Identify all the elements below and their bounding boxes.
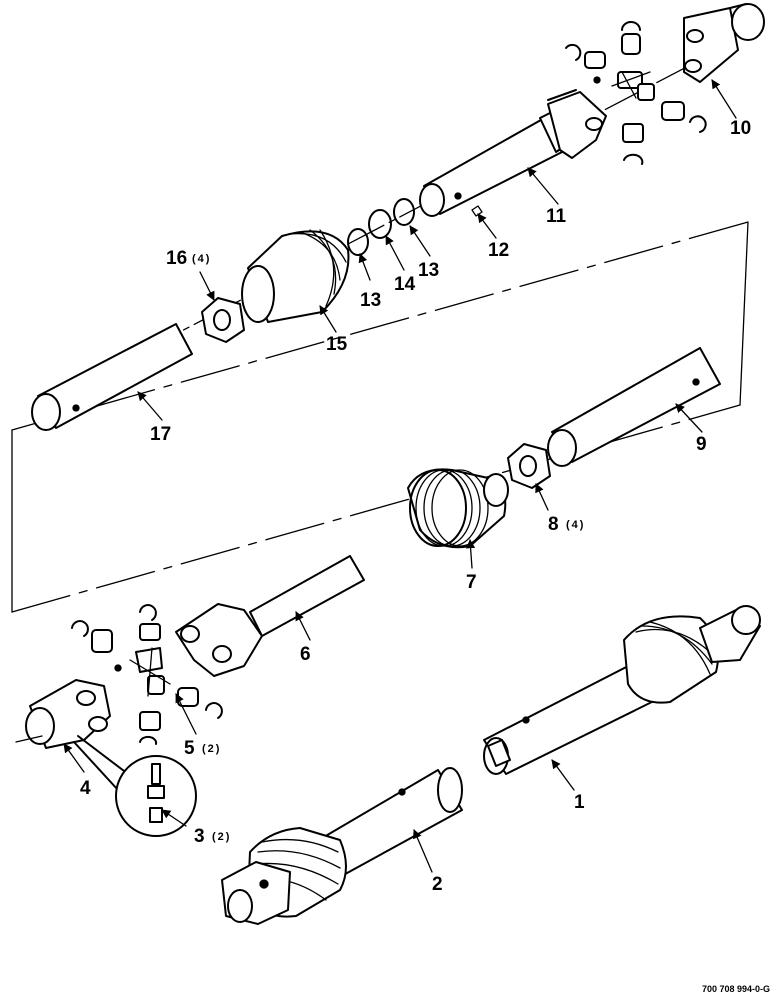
grease-fitting-detail-3 <box>73 735 197 837</box>
callout-6: 6 <box>300 644 311 665</box>
callout-13a: 13 <box>360 290 381 311</box>
outer-tube-2 <box>221 767 463 925</box>
callout-12: 12 <box>488 240 509 261</box>
yoke-4 <box>15 679 111 749</box>
callout-15: 15 <box>326 334 348 355</box>
callout-10: 10 <box>730 118 751 139</box>
callout-3: 3 <box>194 826 205 847</box>
outer-tube-17 <box>31 323 193 431</box>
callout-11: 11 <box>546 206 567 227</box>
outer-tube-9 <box>547 347 721 467</box>
callout-3-qty: (2) <box>212 831 231 843</box>
callout-2: 2 <box>432 874 443 895</box>
callout-16-qty: (4) <box>192 253 211 265</box>
callout-5: 5 <box>184 738 195 759</box>
grease-fitting-12 <box>471 205 483 217</box>
callout-14: 14 <box>394 274 416 295</box>
callout-4: 4 <box>80 778 91 799</box>
yoke-10 <box>683 3 765 83</box>
inner-shaft-1 <box>483 605 761 775</box>
bearing-ring-8 <box>507 443 551 489</box>
cross-bearing-set-lower <box>71 604 223 745</box>
callout-16: 16 <box>166 248 187 269</box>
guard-cone-7 <box>407 468 509 549</box>
figure-reference-code: 700 708 994-0-G <box>702 984 770 994</box>
ring-set-13-14 <box>347 198 415 256</box>
callout-1: 1 <box>574 792 585 813</box>
callout-8-qty: (4) <box>566 519 585 531</box>
cross-bearing-set-top <box>565 21 707 165</box>
break-frame <box>11 221 749 613</box>
callout-8: 8 <box>548 514 559 535</box>
callout-5-qty: (2) <box>202 743 221 755</box>
callout-9: 9 <box>696 434 707 455</box>
callout-labels: 10 11 12 13 14 13 15 16 (4) 17 9 8 (4) 7… <box>80 118 751 895</box>
callout-13b: 13 <box>418 260 439 281</box>
inner-tube-11 <box>419 89 607 217</box>
guard-cone-15 <box>241 229 350 323</box>
callout-17: 17 <box>150 424 171 445</box>
callout-7: 7 <box>466 572 477 593</box>
bearing-ring-16 <box>201 297 245 343</box>
inner-shaft-6 <box>175 555 365 677</box>
leader-lines <box>63 79 737 873</box>
